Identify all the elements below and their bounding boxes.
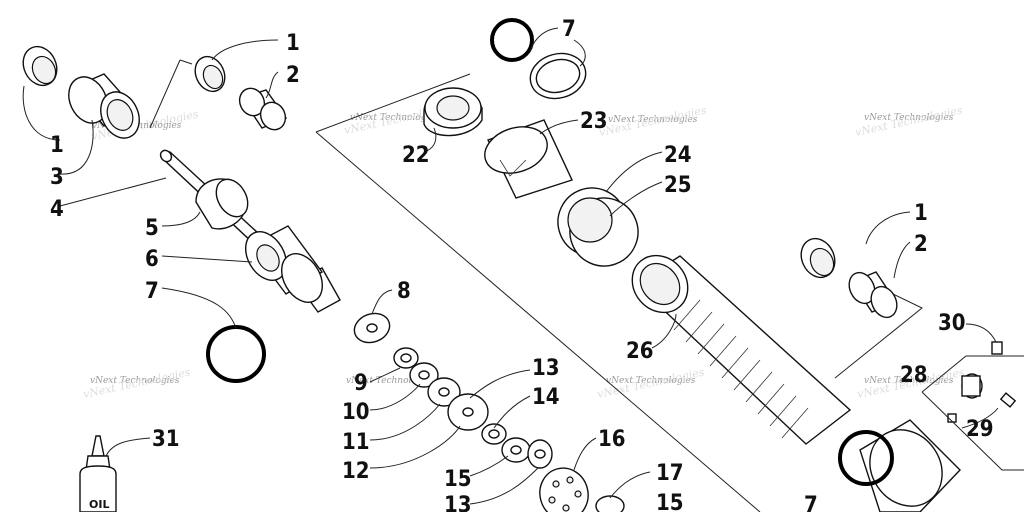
part-7-o-ring — [206, 325, 266, 383]
callout-3: 3 — [50, 165, 64, 190]
callout-7: 7 — [145, 279, 159, 304]
part-8-washer — [353, 312, 391, 344]
part-22-cap — [423, 87, 483, 137]
callout-17: 17 — [656, 461, 684, 486]
callout-9: 9 — [354, 371, 368, 396]
callout-11: 11 — [342, 430, 370, 455]
callout-4: 4 — [50, 197, 64, 222]
callout-15: 15 — [656, 491, 684, 512]
part-3-spacer — [68, 73, 140, 139]
callout-22: 22 — [402, 143, 430, 168]
shim-stack — [393, 347, 553, 469]
callout-26: 26 — [626, 339, 654, 364]
callout-7: 7 — [804, 493, 818, 512]
part-1-bushing-right — [800, 237, 836, 279]
part-7-band — [529, 52, 587, 100]
part-5-bumper — [195, 178, 249, 230]
part-valve-28-29-30 — [921, 341, 1024, 471]
part-2-sleeve-right — [848, 271, 898, 319]
watermark: vNext Technologies — [350, 113, 440, 123]
part-2-sleeve — [238, 87, 288, 131]
callout-28: 28 — [900, 363, 928, 388]
part-26-body — [631, 254, 852, 445]
callout-6: 6 — [145, 247, 159, 272]
callout-12: 12 — [342, 459, 370, 484]
callout-29: 29 — [966, 417, 994, 442]
leader-lines — [22, 27, 999, 505]
callout-1: 1 — [914, 201, 928, 226]
watermark: vNext Technologies — [346, 376, 436, 386]
callout-31: 31 — [152, 427, 180, 452]
part-24-25-nuts — [557, 187, 639, 267]
watermark: vNext Technologies — [864, 376, 954, 386]
part-16-piston — [539, 467, 625, 512]
callout-30: 30 — [938, 311, 966, 336]
oil-label: OIL — [89, 498, 109, 511]
part-7-o-ring — [838, 430, 894, 486]
part-1-bushing-upper — [194, 55, 226, 93]
callout-2: 2 — [286, 63, 300, 88]
callout-10: 10 — [342, 400, 370, 425]
callout-23: 23 — [580, 109, 608, 134]
callout-24: 24 — [664, 143, 692, 168]
part-23-sleeve — [484, 119, 573, 199]
callout-13: 13 — [444, 493, 472, 512]
callout-8: 8 — [397, 279, 411, 304]
watermark: vNext Technologies — [606, 376, 696, 386]
callout-2: 2 — [914, 232, 928, 257]
callout-1: 1 — [286, 31, 300, 56]
callout-25: 25 — [664, 173, 692, 198]
part-1-bushing — [22, 45, 58, 87]
callout-13: 13 — [532, 356, 560, 381]
callouts: 1 2 1 3 4 5 6 7 8 9 10 11 12 13 14 15 13… — [50, 17, 994, 512]
callout-1: 1 — [50, 133, 64, 158]
callout-7: 7 — [562, 17, 576, 42]
part-31-oil-bottle: OIL — [79, 435, 117, 512]
callout-5: 5 — [145, 216, 159, 241]
watermark: vNext Technologies — [90, 376, 180, 386]
part-6-seal-head — [245, 225, 324, 303]
part-7-o-ring — [490, 18, 534, 62]
callout-16: 16 — [598, 427, 626, 452]
part-end-cap — [859, 419, 961, 512]
callout-14: 14 — [532, 385, 560, 410]
watermark: vNext Technologies — [608, 115, 698, 125]
watermark: vNext Technologies — [864, 113, 954, 123]
callout-15: 15 — [444, 467, 472, 492]
